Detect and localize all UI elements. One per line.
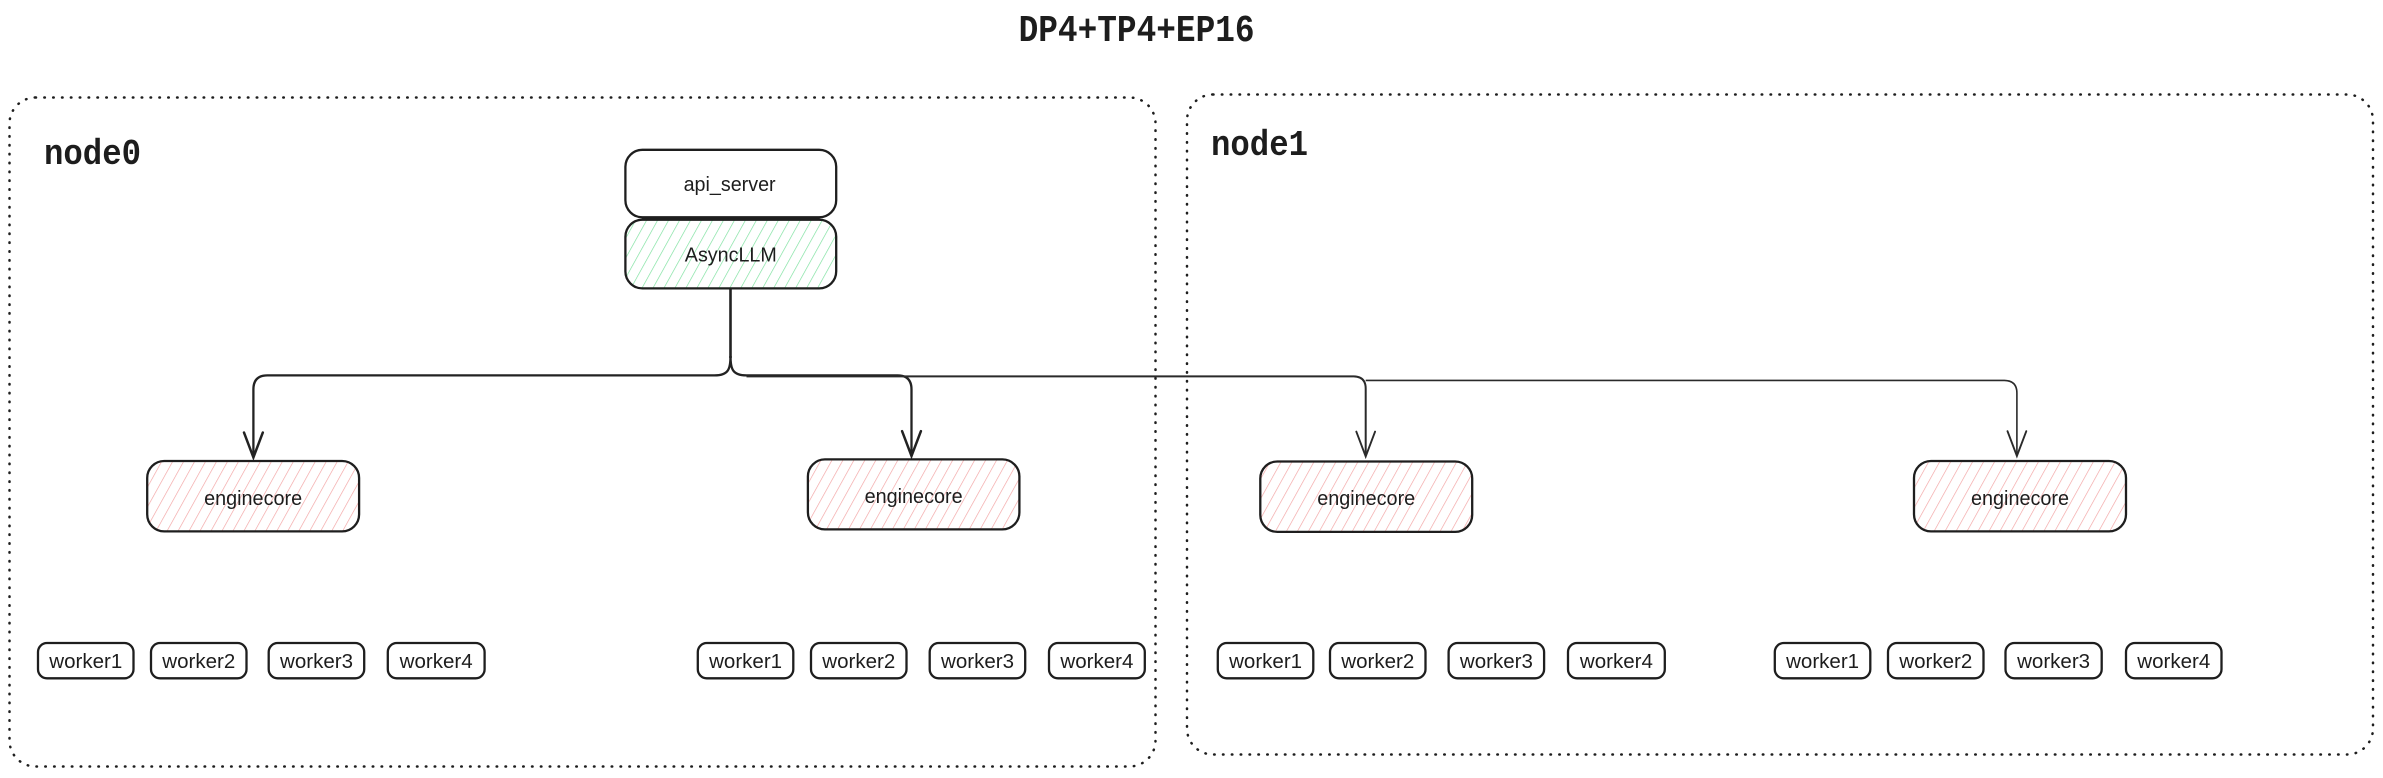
svg-text:enginecore: enginecore bbox=[204, 488, 302, 510]
svg-text:worker3: worker3 bbox=[2016, 651, 2090, 673]
svg-text:worker1: worker1 bbox=[48, 651, 122, 673]
svg-text:enginecore: enginecore bbox=[865, 486, 963, 508]
svg-text:worker2: worker2 bbox=[1898, 651, 1972, 673]
svg-text:worker4: worker4 bbox=[399, 651, 473, 673]
svg-text:worker3: worker3 bbox=[279, 651, 353, 673]
svg-text:worker3: worker3 bbox=[940, 651, 1014, 673]
svg-text:worker4: worker4 bbox=[2136, 651, 2210, 673]
svg-text:worker2: worker2 bbox=[1340, 651, 1414, 673]
svg-text:worker4: worker4 bbox=[1059, 651, 1133, 673]
svg-text:worker1: worker1 bbox=[708, 651, 782, 673]
svg-text:enginecore: enginecore bbox=[1971, 488, 2069, 510]
svg-text:worker2: worker2 bbox=[821, 651, 895, 673]
svg-text:AsyncLLM: AsyncLLM bbox=[685, 245, 777, 267]
svg-text:worker3: worker3 bbox=[1459, 651, 1533, 673]
svg-text:worker4: worker4 bbox=[1579, 651, 1653, 673]
svg-text:DP4+TP4+EP16: DP4+TP4+EP16 bbox=[1019, 10, 1255, 53]
svg-text:worker1: worker1 bbox=[1228, 651, 1302, 673]
svg-text:node0: node0 bbox=[44, 134, 141, 175]
svg-text:node1: node1 bbox=[1211, 125, 1308, 166]
svg-text:worker2: worker2 bbox=[161, 651, 235, 673]
svg-text:api_server: api_server bbox=[684, 174, 776, 196]
svg-text:enginecore: enginecore bbox=[1317, 488, 1415, 510]
svg-text:worker1: worker1 bbox=[1785, 651, 1859, 673]
